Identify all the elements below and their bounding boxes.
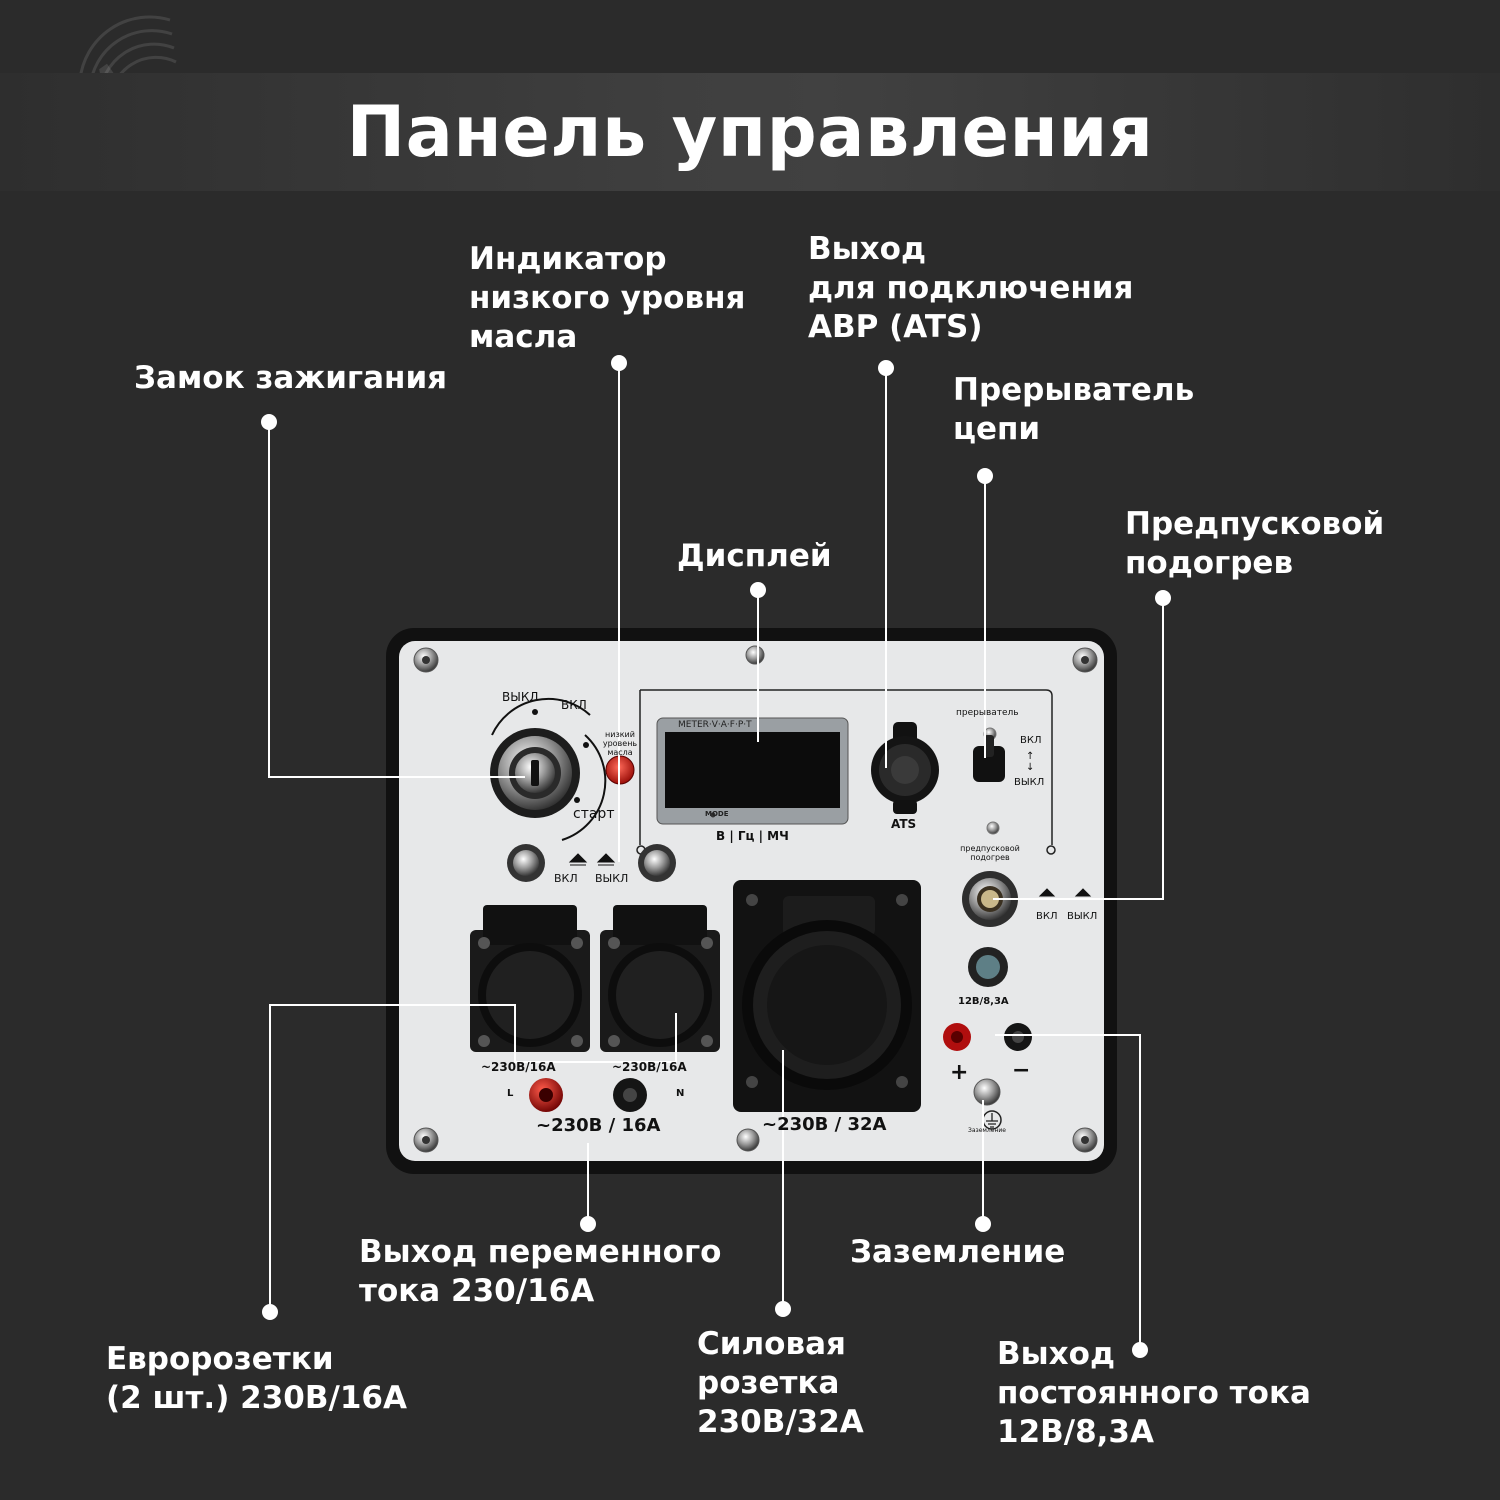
- euro-socket-1-rating: ~230В/16А: [481, 1060, 556, 1074]
- terminal-l-label: L: [507, 1088, 514, 1099]
- callout-euro-sockets: Евророзетки(2 шт.) 230В/16А: [106, 1341, 407, 1416]
- callout-ground: Заземление: [850, 1234, 1066, 1270]
- terminal-n-label: N: [676, 1088, 685, 1099]
- breaker-off-label: ВЫКЛ: [1014, 777, 1045, 788]
- control-panel-face: [399, 641, 1104, 1161]
- ground-label: Заземление: [968, 1127, 1006, 1134]
- meter-brand: METER·V·A·F·P·T: [678, 720, 752, 730]
- title-band: [0, 73, 1500, 191]
- euro-socket-2-rating: ~230В/16А: [612, 1060, 687, 1074]
- breaker-label: прерыватель: [956, 708, 1019, 718]
- preheat-on-label: ВКЛ: [1036, 911, 1058, 922]
- dc-minus-label: −: [1012, 1058, 1031, 1083]
- ignition-on-label: ВКЛ: [561, 698, 587, 712]
- preheat-off-label: ВЫКЛ: [1067, 911, 1098, 922]
- on-button-label: ВКЛ: [554, 872, 578, 885]
- page-title: Панель управления: [346, 91, 1154, 173]
- callout-ignition: Замок зажигания: [134, 360, 448, 396]
- ignition-start-label: старт: [573, 806, 615, 822]
- breaker-on-label: ВКЛ: [1020, 735, 1042, 746]
- ats-label: ATS: [891, 817, 917, 831]
- ignition-off-label: ВЫКЛ: [502, 690, 539, 704]
- dc-plus-label: +: [950, 1060, 969, 1085]
- meter-mode-label: MODE: [705, 810, 729, 818]
- ac-output-rating: ~230В / 16А: [536, 1115, 661, 1136]
- callout-display: Дисплей: [677, 538, 832, 574]
- meter-units-label: В | Гц | МЧ: [716, 829, 789, 843]
- breaker-arrows: ↑↓: [1026, 751, 1035, 773]
- dc-rating-label: 12В/8,3А: [958, 996, 1009, 1007]
- power-socket-rating: ~230В / 32А: [762, 1114, 887, 1135]
- off-button-label: ВЫКЛ: [595, 872, 629, 885]
